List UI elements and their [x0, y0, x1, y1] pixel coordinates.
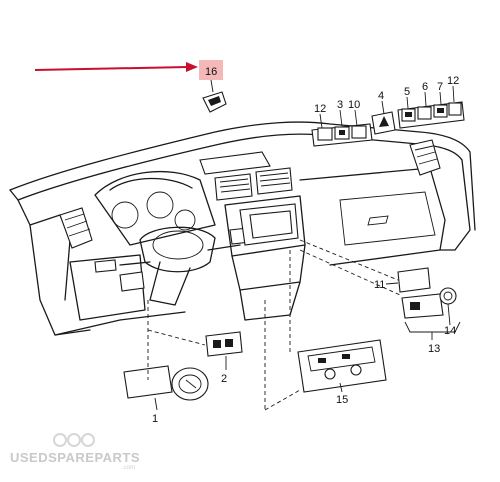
- label-11: 11: [374, 279, 385, 291]
- watermark-suffix: .com: [122, 465, 135, 471]
- part-1-light-switch: [123, 365, 209, 411]
- label-7: 7: [437, 81, 443, 93]
- center-console: [199, 151, 306, 321]
- switch-group-right: [397, 85, 465, 129]
- watermark-brand: USEDSPAREPARTS: [10, 450, 140, 465]
- watermark: USEDSPAREPARTS .com: [10, 433, 140, 471]
- part-4-hazard-switch: [371, 100, 396, 135]
- part-16: [202, 79, 227, 113]
- label-3: 3: [337, 99, 343, 111]
- dashed-leaders: [147, 239, 401, 411]
- label-16: 16: [205, 66, 217, 78]
- part-11: [385, 267, 431, 293]
- label-1: 1: [152, 413, 158, 425]
- part-2: [205, 331, 243, 370]
- label-5: 5: [404, 86, 410, 98]
- highlight-label-box: [199, 60, 223, 80]
- part-15-climate-control: [297, 339, 387, 393]
- label-14: 14: [444, 325, 456, 337]
- label-12-right: 12: [447, 75, 459, 87]
- label-12-left: 12: [314, 103, 326, 115]
- part-13-14: [401, 287, 461, 340]
- label-13: 13: [428, 343, 440, 355]
- dashboard-body: [9, 121, 476, 336]
- label-6: 6: [422, 81, 428, 93]
- lower-left-panel: [69, 254, 146, 321]
- label-4: 4: [378, 90, 384, 102]
- watermark-logo-icon: [53, 433, 95, 447]
- label-15: 15: [336, 394, 348, 406]
- label-10: 10: [348, 99, 360, 111]
- switch-group-left: [311, 109, 373, 147]
- label-2: 2: [221, 373, 227, 385]
- highlight-arrow: [34, 62, 198, 72]
- callout-labels: 16 12 3 10 4 5 6 7 12 11 14 13 15 2 1: [152, 66, 459, 425]
